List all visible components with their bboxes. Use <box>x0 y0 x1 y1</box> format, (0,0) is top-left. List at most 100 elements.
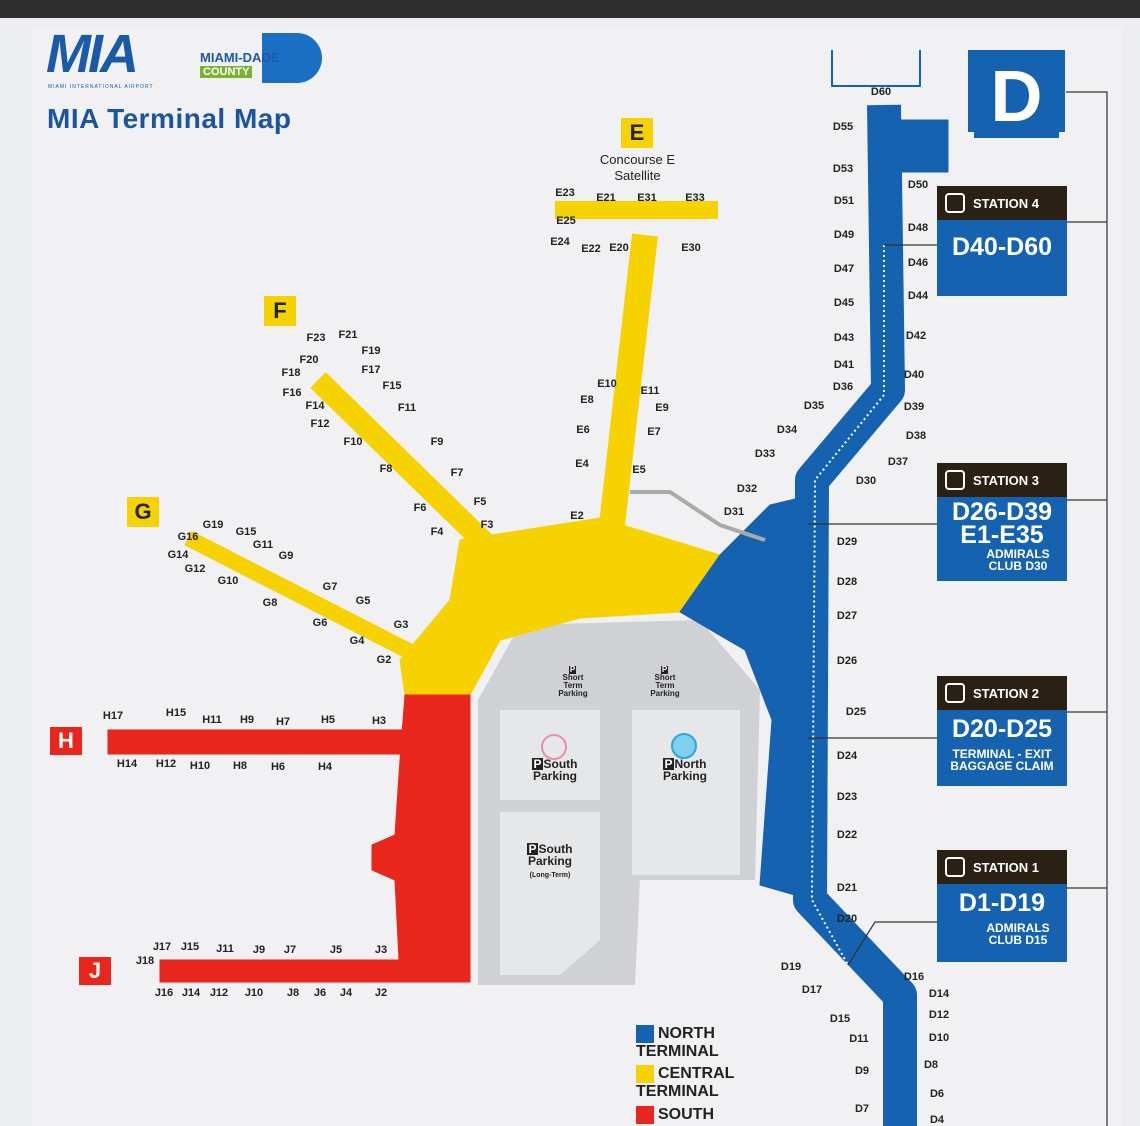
gate-label-f5: F5 <box>474 496 487 508</box>
gate-label-e7: E7 <box>647 426 660 438</box>
gate-label-f15: F15 <box>383 380 402 392</box>
gate-label-g10: G10 <box>218 575 239 587</box>
gate-label-j3: J3 <box>375 944 387 956</box>
gate-label-d50: D50 <box>908 179 928 191</box>
gate-label-d33: D33 <box>755 448 775 460</box>
gate-label-f3: F3 <box>481 519 494 531</box>
gate-label-d31: D31 <box>724 506 744 518</box>
legend-swatch <box>636 1065 654 1083</box>
gate-label-e2: E2 <box>570 510 583 522</box>
south-terminal <box>107 694 471 983</box>
gate-label-e25: E25 <box>556 215 576 227</box>
gate-label-d28: D28 <box>837 576 857 588</box>
gate-label-d27: D27 <box>837 610 857 622</box>
baggage-claim-label: TERMINAL - EXIT BAGGAGE CLAIM <box>950 747 1054 773</box>
admirals-club-label: ADMIRALS CLUB D30 <box>986 547 1050 573</box>
gate-label-f9: F9 <box>431 436 444 448</box>
gate-label-d16: D16 <box>904 971 924 983</box>
gate-label-d48: D48 <box>908 222 928 234</box>
gate-label-d46: D46 <box>908 257 928 269</box>
gate-label-d30: D30 <box>856 475 876 487</box>
gate-label-d39: D39 <box>904 401 924 413</box>
gate-label-d22: D22 <box>837 829 857 841</box>
gate-label-e11: E11 <box>641 385 660 397</box>
gate-label-d35: D35 <box>804 400 824 412</box>
gate-label-g4: G4 <box>350 635 366 647</box>
gate-label-h15: H15 <box>166 707 186 719</box>
legend-central: CENTRAL TERMINAL <box>636 1065 735 1100</box>
gate-label-h10: H10 <box>190 760 210 772</box>
gate-label-j11: J11 <box>216 943 234 955</box>
legend-swatch <box>636 1025 654 1043</box>
gate-label-d45: D45 <box>834 297 854 309</box>
d60-outline <box>831 50 921 87</box>
gate-label-d9: D9 <box>855 1065 869 1077</box>
gate-label-g8: G8 <box>263 597 278 609</box>
gate-label-f20: F20 <box>300 354 319 366</box>
concourse-f-marker: F <box>264 296 296 326</box>
gate-label-d17: D17 <box>802 984 822 996</box>
gate-label-d25: D25 <box>846 706 866 718</box>
concourse-j <box>159 959 471 983</box>
gate-label-d24: D24 <box>837 750 858 762</box>
concourse-j-marker: J <box>79 957 111 985</box>
gate-label-f11: F11 <box>398 402 416 414</box>
gate-label-g19: G19 <box>203 519 224 531</box>
gate-label-e31: E31 <box>637 192 657 204</box>
gate-label-f23: F23 <box>307 332 326 344</box>
gate-label-d60: D60 <box>871 86 891 98</box>
station-range: D20-D25 <box>951 715 1053 743</box>
gate-label-h11: H11 <box>202 714 222 726</box>
gate-label-g12: G12 <box>185 563 206 575</box>
gate-label-g15: G15 <box>236 526 257 538</box>
concourse-h <box>107 729 409 755</box>
gate-label-f16: F16 <box>283 387 302 399</box>
north-terminal <box>679 50 949 1126</box>
gate-label-f21: F21 <box>339 329 358 341</box>
station-range: D1-D19 <box>958 889 1046 917</box>
gate-label-d15: D15 <box>830 1013 850 1025</box>
station-header: STATION 4 <box>973 195 1039 211</box>
gate-label-e5: E5 <box>632 464 645 476</box>
gate-label-e22: E22 <box>581 243 601 255</box>
skytrain-icon <box>945 857 965 877</box>
station-range: E1-E35 <box>960 521 1044 549</box>
gate-label-j6: J6 <box>314 987 326 999</box>
gate-label-d37: D37 <box>888 456 908 468</box>
gate-label-g5: G5 <box>356 595 371 607</box>
miami-dade-logo-name: MIAMI-DADE <box>200 50 280 65</box>
station-header: STATION 2 <box>973 685 1039 701</box>
gate-label-j18: J18 <box>136 955 154 967</box>
gate-label-j16: J16 <box>155 987 173 999</box>
south-hub <box>371 694 471 981</box>
concourse-h-marker: H <box>50 727 82 755</box>
station-4: STATION 4 D40-D60 <box>937 186 1067 296</box>
gate-label-g3: G3 <box>394 619 409 631</box>
gate-label-e21: E21 <box>596 192 616 204</box>
gate-label-h6: H6 <box>271 761 285 773</box>
gate-label-e20: E20 <box>609 242 629 254</box>
gate-label-f12: F12 <box>311 418 330 430</box>
skytrain-icon <box>945 193 965 213</box>
gate-label-j14: J14 <box>182 987 201 999</box>
gate-label-d36: D36 <box>833 381 853 393</box>
gate-label-f10: F10 <box>344 436 363 448</box>
gate-label-g11: G11 <box>253 539 273 551</box>
mia-logo: MIA <box>46 24 139 84</box>
station-header: STATION 1 <box>973 859 1039 875</box>
gate-label-e4: E4 <box>575 458 589 470</box>
d60-gate-block <box>879 119 949 173</box>
parking-lot-north <box>632 710 740 875</box>
concourse-f <box>310 372 498 556</box>
concourse-g-marker: G <box>127 497 159 527</box>
gate-label-e30: E30 <box>681 242 701 254</box>
central-hub <box>399 517 721 696</box>
gate-label-e33: E33 <box>685 192 705 204</box>
concourse-g <box>184 530 434 670</box>
gate-label-f4: F4 <box>431 526 445 538</box>
